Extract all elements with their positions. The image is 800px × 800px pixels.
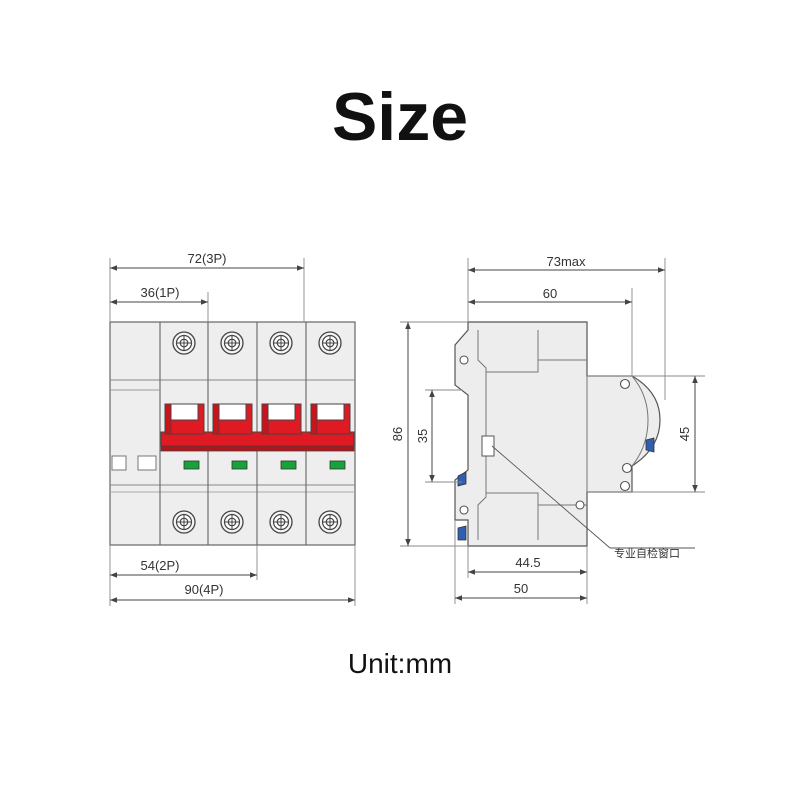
dim-60: 60 (543, 286, 557, 301)
handle-group (160, 403, 355, 452)
rail-clip-icon (457, 471, 467, 487)
indicator-icon (183, 460, 200, 470)
handle-icon (310, 403, 351, 435)
terminal-icon (269, 331, 293, 355)
dim-90-4p: 90(4P) (184, 582, 223, 597)
self-check-window (481, 435, 495, 457)
handle-icon (261, 403, 302, 435)
indicator-icon (329, 460, 346, 470)
terminal-icon (220, 331, 244, 355)
indicator-icon (231, 460, 248, 470)
front-view: 72(3P) 36(1P) 54(2P) 90(4P) (109, 251, 356, 606)
rail-clip-icon (457, 525, 467, 541)
handle-icon (212, 403, 253, 435)
side-view: 专业自检窗口 73max 60 86 3 (390, 254, 705, 604)
page-title: Size (331, 79, 469, 155)
dim-73max: 73max (546, 254, 586, 269)
handle-icon (164, 403, 205, 435)
dim-45: 45 (677, 427, 692, 441)
terminal-icon (172, 331, 196, 355)
dim-54-2p: 54(2P) (140, 558, 179, 573)
rail-clip-icon (645, 437, 655, 453)
dim-72-3p: 72(3P) (187, 251, 226, 266)
dim-35: 35 (415, 429, 430, 443)
dim-44-5: 44.5 (515, 555, 540, 570)
terminal-icon (172, 510, 196, 534)
dim-50: 50 (514, 581, 528, 596)
dim-36-1p: 36(1P) (140, 285, 179, 300)
self-check-callout: 专业自检窗口 (614, 546, 680, 560)
indicator-icon (280, 460, 297, 470)
dim-86: 86 (390, 427, 405, 441)
terminal-icon (220, 510, 244, 534)
terminal-icon (318, 510, 342, 534)
terminal-icon (269, 510, 293, 534)
unit-label: Unit:mm (347, 648, 453, 679)
terminal-icon (318, 331, 342, 355)
